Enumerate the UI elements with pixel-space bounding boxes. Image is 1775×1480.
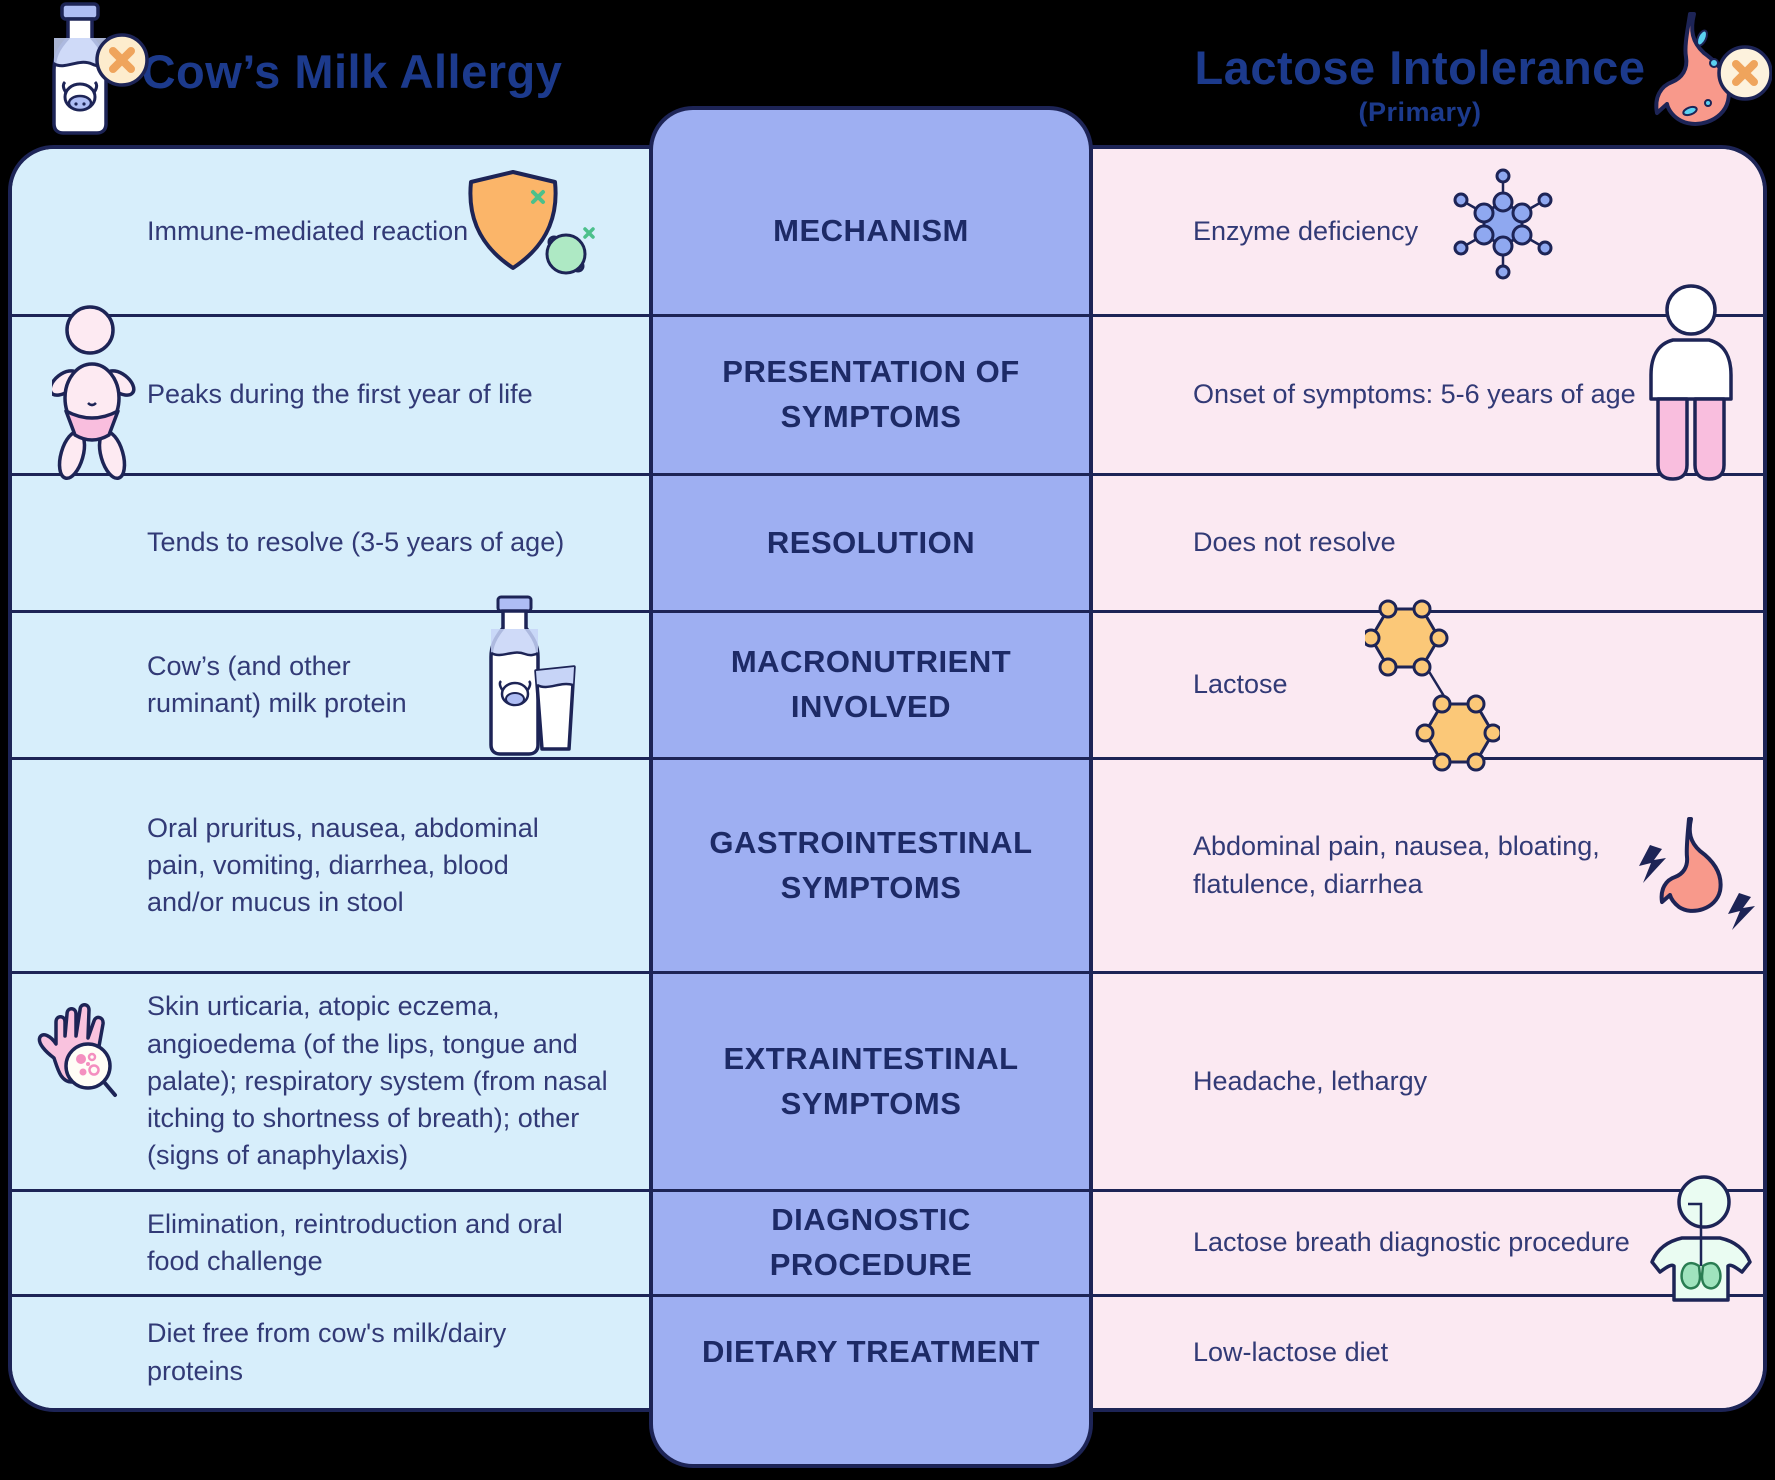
cma-mechanism-text: Immune-mediated reaction bbox=[147, 215, 469, 246]
li-extraintestinal-cell: Headache, lethargy bbox=[1093, 974, 1763, 1192]
cma-dietary-text: Diet free from cow's milk/dairy proteins bbox=[147, 1318, 507, 1386]
category-label: MACRONUTRIENT INVOLVED bbox=[730, 644, 1012, 724]
category-label: EXTRAINTESTINAL SYMPTOMS bbox=[723, 1040, 1019, 1121]
category-cell-extraintestinal: EXTRAINTESTINAL SYMPTOMS bbox=[649, 974, 1093, 1192]
category-label: DIAGNOSTIC PROCEDURE bbox=[769, 1202, 973, 1282]
category-cell-resolution: RESOLUTION bbox=[649, 476, 1093, 613]
cma-macronutrient-cell: Cow’s (and other ruminant) milk protein bbox=[12, 595, 649, 760]
cma-dietary-cell: Diet free from cow's milk/dairy proteins bbox=[12, 1297, 649, 1408]
li-gi-text: Abdominal pain, nausea, bloating, flatul… bbox=[1193, 831, 1600, 899]
milk-bottle-glass-icon bbox=[470, 595, 590, 763]
baby-icon bbox=[52, 303, 137, 493]
li-presentation-text: Onset of symptoms: 5-6 years of age bbox=[1193, 379, 1636, 410]
breath-test-icon bbox=[1638, 1174, 1758, 1324]
cma-mechanism-cell: Immune-mediated reaction bbox=[12, 149, 649, 317]
li-macronutrient-cell: Lactose bbox=[1093, 599, 1763, 772]
cma-macronutrient-text: Cow’s (and other ruminant) milk protein bbox=[147, 650, 407, 718]
category-cell-presentation: PRESENTATION OF SYMPTOMS bbox=[649, 317, 1093, 476]
category-cell-macronutrient: MACRONUTRIENT INVOLVED bbox=[649, 613, 1093, 760]
cma-diagnostic-text: Elimination, reintroduction and oral foo… bbox=[147, 1208, 563, 1276]
hand-rash-icon bbox=[24, 996, 129, 1111]
li-mechanism-text: Enzyme deficiency bbox=[1193, 215, 1419, 246]
lactose-molecule-icon bbox=[1365, 593, 1500, 793]
cma-gi-cell: Oral pruritus, nausea, abdominal pain, v… bbox=[12, 760, 649, 974]
li-presentation-cell: Onset of symptoms: 5-6 years of age bbox=[1093, 284, 1763, 481]
category-label: DIETARY TREATMENT bbox=[701, 1334, 1040, 1370]
category-label: RESOLUTION bbox=[766, 524, 976, 560]
category-label: GASTROINTESTINAL SYMPTOMS bbox=[709, 824, 1033, 905]
category-label: MECHANISM bbox=[773, 213, 969, 249]
milk-bottle-crossed-icon bbox=[30, 2, 152, 136]
child-icon bbox=[1645, 283, 1737, 488]
cma-resolution-cell: Tends to resolve (3-5 years of age) bbox=[12, 476, 649, 613]
shield-virus-icon bbox=[457, 167, 597, 292]
li-gi-cell: Abdominal pain, nausea, bloating, flatul… bbox=[1093, 760, 1763, 974]
cma-extraintestinal-cell: Skin urticaria, atopic eczema, angioedem… bbox=[12, 974, 649, 1192]
li-dietary-cell: Low-lactose diet bbox=[1093, 1297, 1763, 1408]
li-diagnostic-cell: Lactose breath diagnostic procedure bbox=[1093, 1175, 1763, 1302]
li-mechanism-cell: Enzyme deficiency bbox=[1093, 149, 1763, 317]
li-extraintestinal-text: Headache, lethargy bbox=[1193, 1065, 1428, 1096]
category-label: PRESENTATION OF SYMPTOMS bbox=[722, 354, 1020, 434]
li-macronutrient-text: Lactose bbox=[1193, 669, 1288, 700]
category-cell-mechanism: MECHANISM bbox=[649, 149, 1093, 317]
category-column-bottom-cap bbox=[649, 1406, 1093, 1468]
category-column-top-cap bbox=[649, 106, 1093, 152]
cma-presentation-cell: Peaks during the first year of life bbox=[12, 305, 649, 481]
li-diagnostic-text: Lactose breath diagnostic procedure bbox=[1193, 1227, 1630, 1258]
right-condition-title: Lactose Intolerance (Primary) bbox=[1135, 40, 1705, 128]
li-resolution-text: Does not resolve bbox=[1193, 527, 1396, 558]
li-dietary-text: Low-lactose diet bbox=[1193, 1336, 1389, 1367]
cma-extraintestinal-text: Skin urticaria, atopic eczema, angioedem… bbox=[147, 991, 608, 1171]
right-condition-title-text: Lactose Intolerance bbox=[1194, 41, 1646, 94]
category-cell-gi: GASTROINTESTINAL SYMPTOMS bbox=[649, 760, 1093, 974]
cma-presentation-text: Peaks during the first year of life bbox=[147, 379, 533, 410]
stomach-pain-icon bbox=[1623, 815, 1758, 930]
cma-gi-text: Oral pruritus, nausea, abdominal pain, v… bbox=[147, 812, 539, 918]
category-cell-dietary: DIETARY TREATMENT bbox=[649, 1297, 1093, 1408]
comparison-table: Immune-mediated reaction MECHANISM Enzym… bbox=[8, 145, 1767, 1412]
cma-diagnostic-cell: Elimination, reintroduction and oral foo… bbox=[12, 1192, 649, 1297]
left-condition-title: Cow’s Milk Allergy bbox=[141, 45, 563, 98]
right-condition-subtitle: (Primary) bbox=[1358, 97, 1482, 127]
category-cell-diagnostic: DIAGNOSTIC PROCEDURE bbox=[649, 1192, 1093, 1297]
cma-resolution-text: Tends to resolve (3-5 years of age) bbox=[147, 527, 565, 558]
stomach-crossed-icon bbox=[1652, 8, 1772, 138]
enzyme-molecule-icon bbox=[1443, 164, 1563, 284]
